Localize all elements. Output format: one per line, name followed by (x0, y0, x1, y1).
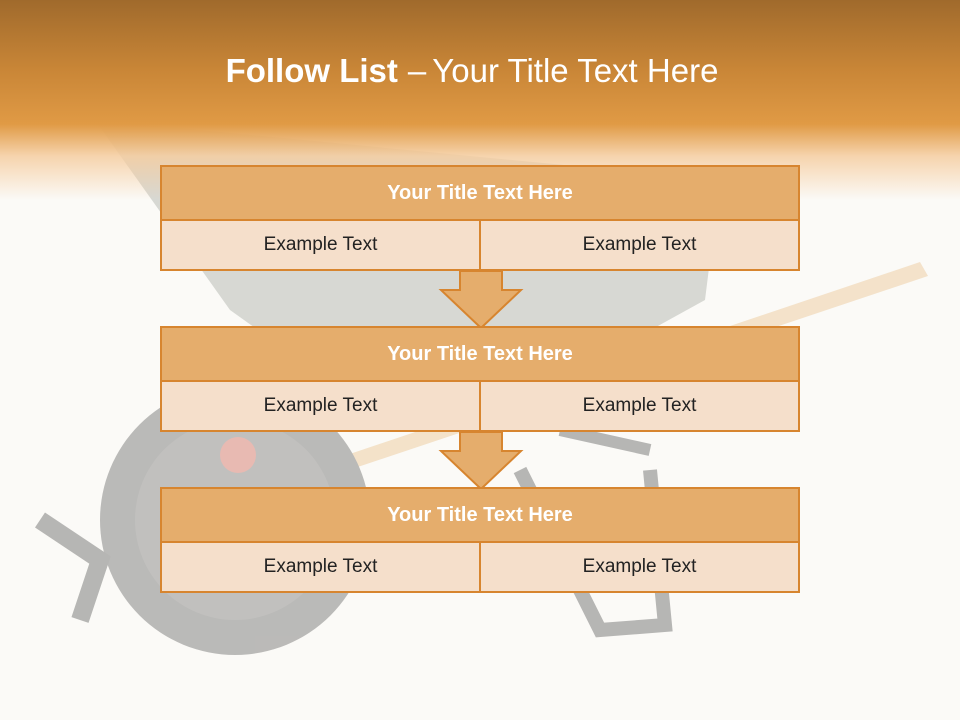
down-arrow-icon (438, 270, 524, 330)
block-cell-left: Example Text (160, 221, 481, 271)
list-block-2: Your Title Text Here Example Text Exampl… (160, 326, 800, 432)
slide-title: Follow List–Your Title Text Here (0, 52, 944, 90)
block-cell-left: Example Text (160, 543, 481, 593)
title-rest: Your Title Text Here (432, 52, 719, 89)
block-cell-right: Example Text (481, 543, 800, 593)
block-cell-left: Example Text (160, 382, 481, 432)
block-title: Your Title Text Here (160, 326, 800, 382)
down-arrow-icon (438, 431, 524, 491)
block-cell-right: Example Text (481, 382, 800, 432)
title-separator: – (407, 52, 427, 89)
list-block-3: Your Title Text Here Example Text Exampl… (160, 487, 800, 593)
block-row: Example Text Example Text (160, 221, 800, 271)
list-block-1: Your Title Text Here Example Text Exampl… (160, 165, 800, 271)
block-cell-right: Example Text (481, 221, 800, 271)
block-title: Your Title Text Here (160, 487, 800, 543)
block-row: Example Text Example Text (160, 382, 800, 432)
title-bold: Follow List (225, 52, 398, 89)
block-row: Example Text Example Text (160, 543, 800, 593)
block-title: Your Title Text Here (160, 165, 800, 221)
